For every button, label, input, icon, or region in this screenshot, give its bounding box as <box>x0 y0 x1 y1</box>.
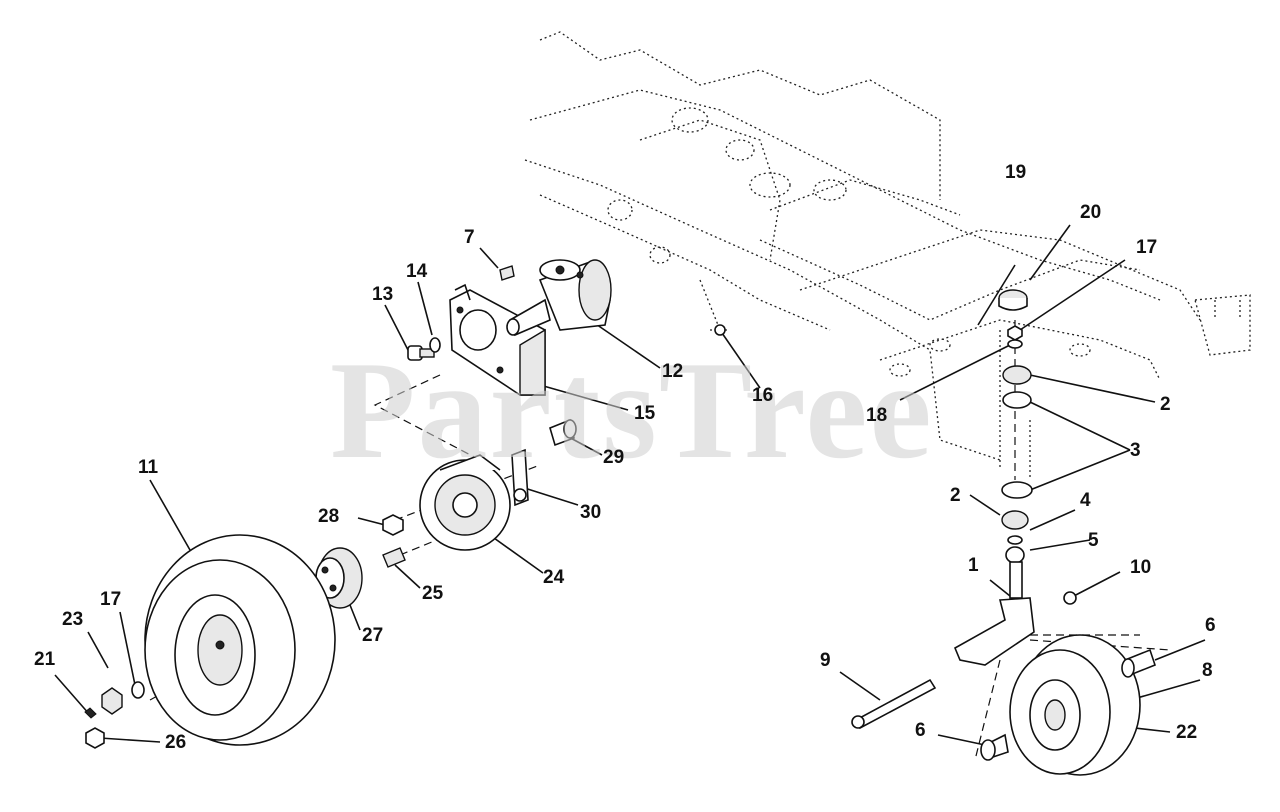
callout-16: 16 <box>752 385 774 406</box>
callout-30: 30 <box>580 502 602 523</box>
rear-wheel <box>144 534 336 746</box>
frame-phantom <box>524 31 1251 480</box>
brake-bracket <box>449 283 546 396</box>
leader-lines <box>54 224 1206 746</box>
callout-13: 13 <box>372 284 394 305</box>
callout-9: 9 <box>820 650 831 671</box>
callout-6: 6 <box>915 720 926 741</box>
drum-fasteners <box>382 514 406 568</box>
callout-26: 26 <box>165 732 187 753</box>
front-caster-assembly <box>851 289 1077 730</box>
callout-7: 7 <box>464 227 475 248</box>
callout-14: 14 <box>406 261 428 282</box>
rear-fasteners <box>84 681 145 749</box>
fasteners-upper <box>407 265 726 361</box>
callout-29: 29 <box>603 447 625 468</box>
callout-17: 17 <box>1136 237 1158 258</box>
callout-25: 25 <box>422 583 444 604</box>
callout-17: 17 <box>100 589 122 610</box>
callout-23: 23 <box>62 609 84 630</box>
callout-1: 1 <box>968 555 979 576</box>
callout-8: 8 <box>1202 660 1213 681</box>
callout-6: 6 <box>1205 615 1216 636</box>
callout-24: 24 <box>543 567 565 588</box>
callout-4: 4 <box>1080 490 1091 511</box>
callout-28: 28 <box>318 506 340 527</box>
callout-11: 11 <box>138 457 159 478</box>
callout-15: 15 <box>634 403 656 424</box>
callout-10: 10 <box>1130 557 1152 578</box>
brake-motor <box>506 259 612 337</box>
callout-19: 19 <box>1005 162 1027 183</box>
front-wheel <box>980 634 1156 776</box>
callout-2: 2 <box>1160 394 1171 415</box>
callout-2: 2 <box>950 485 961 506</box>
callout-20: 20 <box>1080 202 1102 223</box>
callout-18: 18 <box>866 405 888 426</box>
callout-21: 21 <box>34 649 56 670</box>
brake-drum <box>419 454 511 551</box>
callout-22: 22 <box>1176 722 1198 743</box>
callout-3: 3 <box>1130 440 1141 461</box>
brake-arm <box>511 418 577 507</box>
callout-12: 12 <box>662 361 684 382</box>
callout-27: 27 <box>362 625 384 646</box>
callout-5: 5 <box>1088 530 1099 551</box>
